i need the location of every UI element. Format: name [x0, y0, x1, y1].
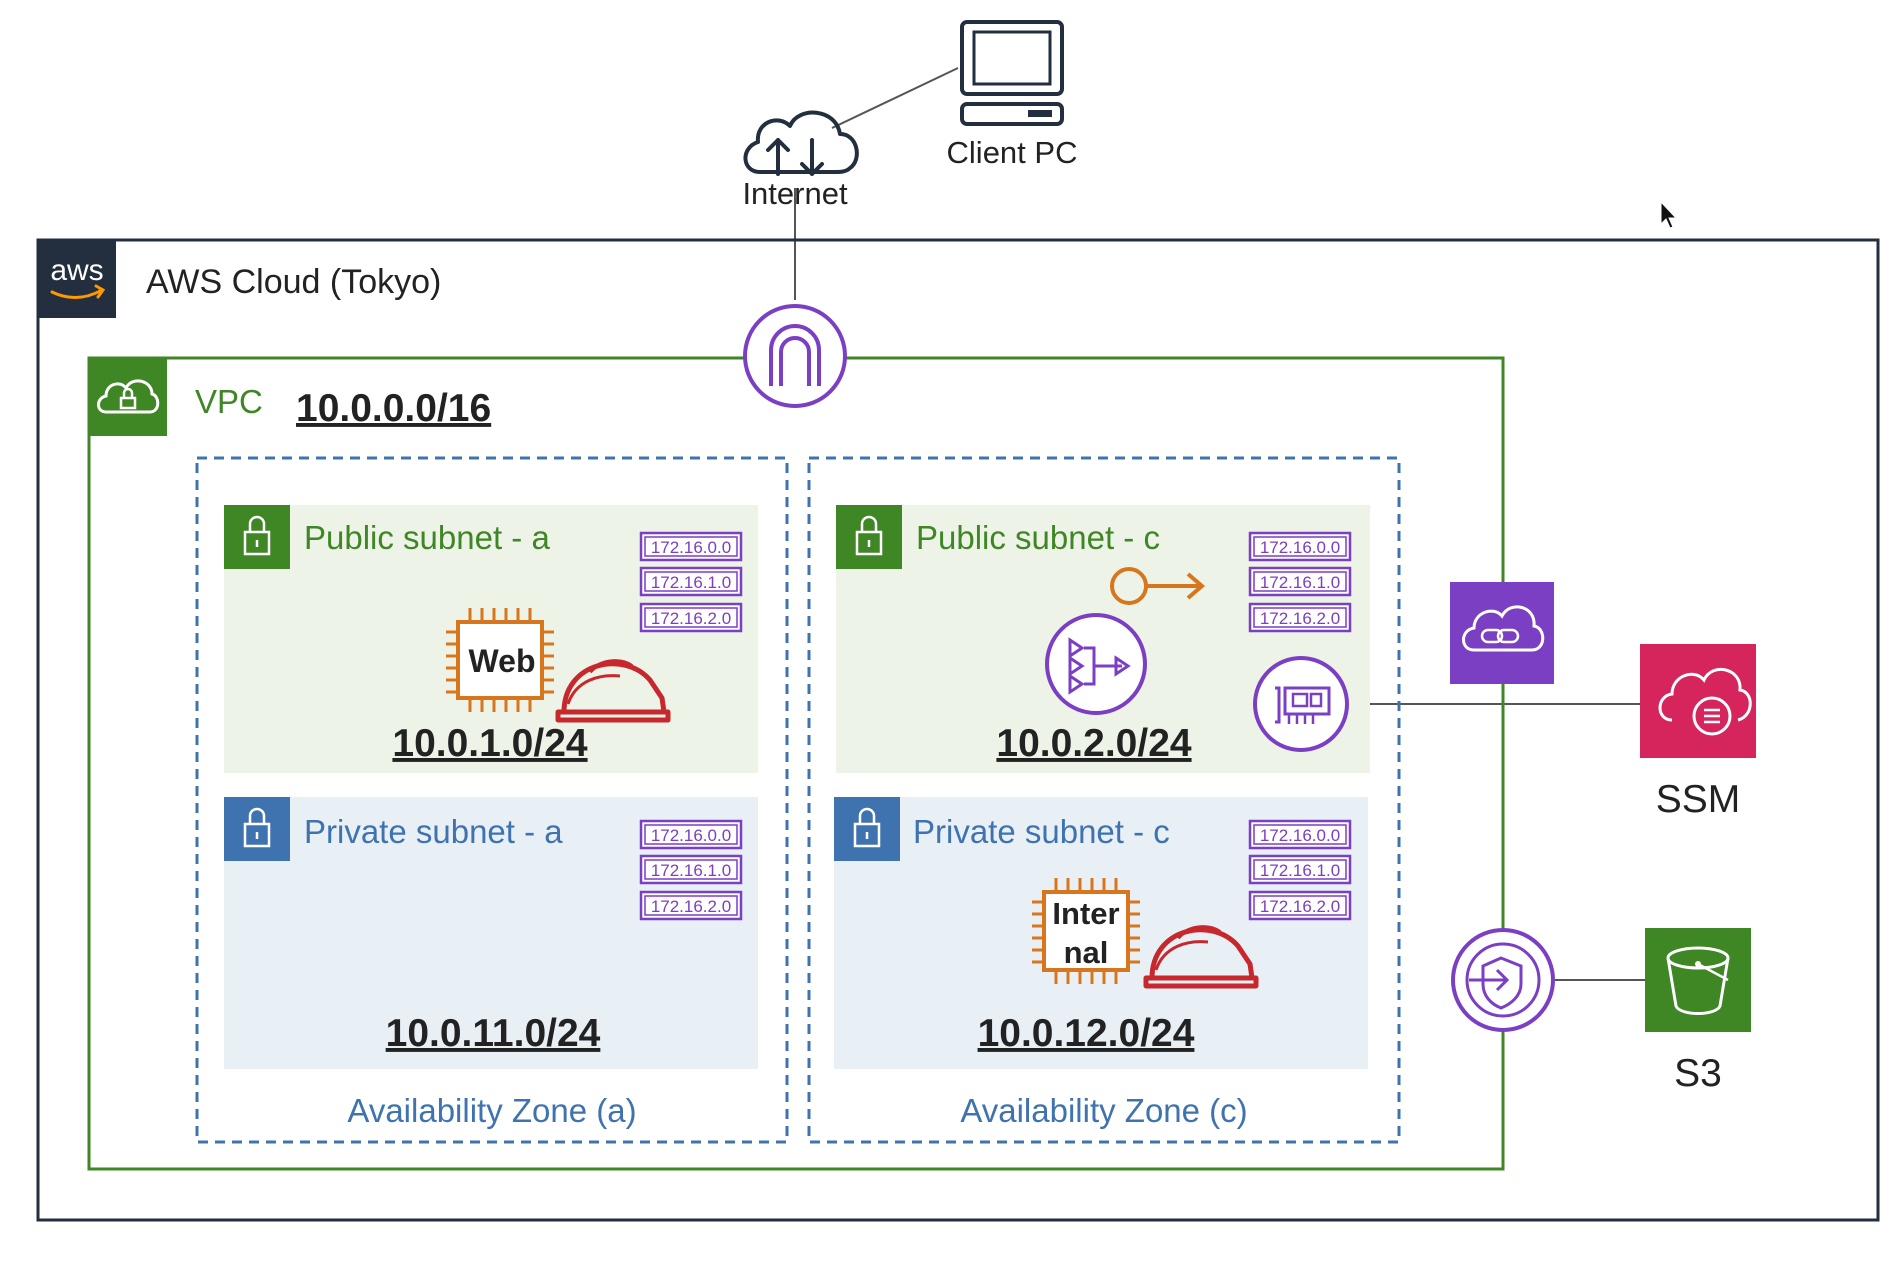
route-table-ip-list: 172.16.0.0 172.16.1.0 172.16.2.0: [1248, 531, 1352, 633]
nat-gateway-icon: [1045, 613, 1147, 715]
private-subnet-a-cidr: 10.0.11.0/24: [386, 1012, 601, 1055]
ec2-internal-label-line2: nal: [1064, 935, 1109, 970]
network-interface-icon: [1253, 656, 1349, 752]
availability-zone-c-label: Availability Zone (c): [960, 1092, 1247, 1129]
ssm-label: SSM: [1656, 778, 1741, 821]
client-internet-link: [831, 67, 959, 129]
aws-logo-text: aws: [50, 254, 103, 287]
route-table-ip-list: 172.16.0.0 172.16.1.0 172.16.2.0: [1248, 819, 1352, 921]
lock-icon: [834, 797, 900, 861]
public-subnet-a-cidr: 10.0.1.0/24: [392, 722, 587, 765]
lock-icon: [836, 505, 902, 569]
svg-text:172.16.1.0: 172.16.1.0: [1260, 861, 1340, 880]
availability-zone-c: [807, 456, 1401, 1144]
internet-cloud-icon: [743, 110, 859, 176]
private-subnet-c-label: Private subnet - c: [913, 813, 1170, 850]
iam-role-helmet-icon: [555, 659, 671, 723]
svg-text:172.16.0.0: 172.16.0.0: [1260, 826, 1340, 845]
svg-text:172.16.0.0: 172.16.0.0: [651, 538, 731, 557]
internet-gateway-icon: [743, 304, 847, 408]
svg-text:172.16.2.0: 172.16.2.0: [1260, 609, 1340, 628]
mouse-cursor-icon: [1660, 200, 1678, 229]
aws-logo-badge: [38, 240, 116, 318]
availability-zone-a-label: Availability Zone (a): [347, 1092, 636, 1129]
availability-zone-a: [195, 456, 789, 1144]
internet-label: Internet: [742, 176, 848, 211]
ec2-internal-label-line1: Inter: [1052, 896, 1119, 931]
ssm-service-icon: [1640, 644, 1756, 758]
public-subnet-a-label: Public subnet - a: [304, 519, 550, 556]
route-table-ip-list: 172.16.0.0 172.16.1.0 172.16.2.0: [639, 819, 743, 921]
key-arrow-icon: [1110, 567, 1206, 605]
public-subnet-c-cidr: 10.0.2.0/24: [996, 722, 1191, 765]
aws-smile-icon: [50, 284, 106, 299]
private-subnet-c-cidr: 10.0.12.0/24: [978, 1012, 1195, 1055]
lock-icon: [224, 797, 290, 861]
svg-text:172.16.0.0: 172.16.0.0: [651, 826, 731, 845]
svg-text:172.16.1.0: 172.16.1.0: [651, 861, 731, 880]
vpc-label: VPC: [195, 383, 263, 420]
iam-role-helmet-icon: [1143, 925, 1259, 989]
lock-icon: [224, 505, 290, 569]
client-pc-icon: [960, 20, 1064, 126]
svg-text:172.16.2.0: 172.16.2.0: [1260, 897, 1340, 916]
public-subnet-c-label: Public subnet - c: [916, 519, 1160, 556]
svg-text:172.16.1.0: 172.16.1.0: [651, 573, 731, 592]
aws-cloud-label: AWS Cloud (Tokyo): [146, 263, 441, 301]
aws-cloud-group: [36, 238, 1880, 1222]
s3-service-icon: [1645, 928, 1751, 1032]
ec2-instance-web-icon: [446, 608, 554, 712]
vpc-cidr: 10.0.0.0/16: [296, 387, 491, 430]
svg-text:172.16.2.0: 172.16.2.0: [651, 609, 731, 628]
ec2-instance-internal-icon: [1032, 878, 1140, 984]
s3-label: S3: [1674, 1052, 1722, 1095]
privatelink-icon: [1450, 582, 1554, 684]
route-table-ip-list: 172.16.0.0 172.16.1.0 172.16.2.0: [639, 531, 743, 633]
svg-text:172.16.2.0: 172.16.2.0: [651, 897, 731, 916]
private-subnet-a-label: Private subnet - a: [304, 813, 563, 850]
vpc-cloud-lock-icon: [97, 379, 160, 414]
client-pc-label: Client PC: [947, 135, 1078, 170]
svg-text:172.16.0.0: 172.16.0.0: [1260, 538, 1340, 557]
svg-text:172.16.1.0: 172.16.1.0: [1260, 573, 1340, 592]
vpc-endpoint-icon: [1451, 928, 1555, 1032]
ec2-web-label: Web: [469, 643, 536, 679]
